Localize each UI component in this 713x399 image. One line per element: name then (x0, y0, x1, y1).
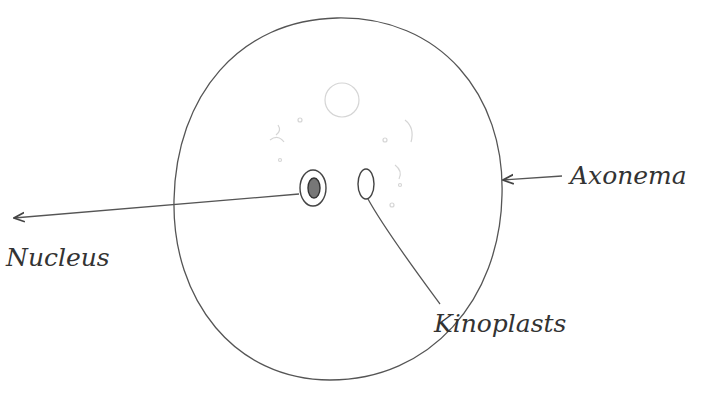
axonema-label: Axonema (570, 162, 687, 190)
faint-structures (270, 83, 412, 207)
nucleus-arrow (14, 194, 299, 218)
axonema-arrow (503, 176, 562, 180)
nucleus-label: Nucleus (6, 244, 110, 272)
kinoplast-leader (368, 199, 440, 304)
nucleus-shape (300, 170, 326, 206)
kinoplast-shape (358, 169, 374, 199)
kinoplast-label: Kinoplasts (434, 310, 566, 338)
